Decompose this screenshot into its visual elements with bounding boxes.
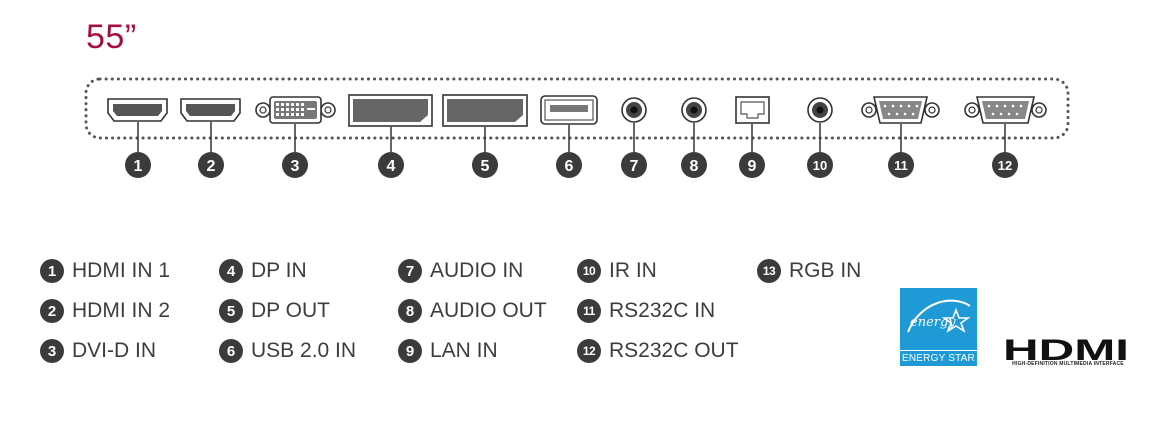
port-badge-5: 5 [472, 152, 498, 178]
hdmi-port-2 [180, 98, 241, 122]
panel-outline [84, 77, 1070, 140]
port-badge-4: 4 [378, 152, 404, 178]
svg-text:6: 6 [565, 158, 574, 175]
svg-text:HDMI: HDMI [1003, 334, 1129, 367]
hdmi-logo: HDMI [1003, 334, 1129, 367]
port-badge-8: 8 [681, 152, 707, 178]
hdmi-port-1 [107, 98, 168, 122]
ir-in-jack [807, 97, 833, 123]
energy-star-logo: energy ENERGY STAR [900, 288, 977, 366]
rs232c-in-port [861, 96, 940, 124]
audio-out-jack [681, 97, 707, 123]
audio-in-jack [621, 97, 647, 123]
port-badge-12: 12 [992, 152, 1018, 178]
svg-text:3: 3 [291, 158, 300, 175]
hdmi-subtitle: HIGH-DEFINITION MULTIMEDIA INTERFACE [1012, 361, 1124, 367]
leader-lines [137, 122, 1006, 152]
energy-star-label: ENERGY STAR [900, 350, 977, 366]
svg-text:1: 1 [134, 158, 143, 175]
displayport-port-in [348, 94, 433, 127]
port-badge-11: 11 [888, 152, 914, 178]
port-badge-2: 2 [198, 152, 224, 178]
port-badge-10: 10 [807, 152, 833, 178]
svg-text:12: 12 [998, 158, 1012, 173]
svg-text:2: 2 [207, 158, 216, 175]
svg-text:energy: energy [910, 315, 956, 330]
rs232c-out-port [964, 96, 1047, 124]
svg-text:4: 4 [387, 158, 396, 175]
displayport-port-out [442, 94, 528, 127]
svg-text:10: 10 [813, 158, 827, 173]
svg-text:7: 7 [630, 158, 639, 175]
svg-text:5: 5 [481, 158, 490, 175]
svg-text:11: 11 [894, 158, 908, 173]
port-badge-7: 7 [621, 152, 647, 178]
svg-text:8: 8 [690, 158, 699, 175]
port-badge-6: 6 [556, 152, 582, 178]
dvi-port [255, 96, 336, 124]
energy-star-icon: energy [907, 299, 971, 333]
usb-port [540, 95, 598, 125]
port-badge-3: 3 [282, 152, 308, 178]
port-badge-9: 9 [739, 152, 765, 178]
screen-size-title: 55” [86, 18, 137, 56]
lan-port [735, 96, 770, 124]
svg-text:9: 9 [748, 158, 757, 175]
port-badge-1: 1 [125, 152, 151, 178]
